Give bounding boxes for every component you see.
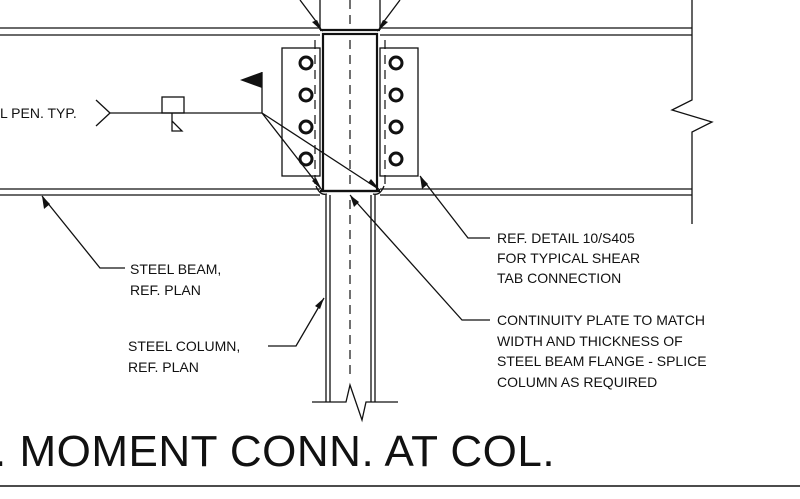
detail-title: . MOMENT CONN. AT COL. xyxy=(0,427,555,476)
bolt xyxy=(388,119,404,135)
shear-tab-note: REF. DETAIL 10/S405 FOR TYPICAL SHEAR TA… xyxy=(497,230,644,286)
shear-tabs xyxy=(281,47,419,177)
bolt xyxy=(298,55,314,71)
shear-tab-leader xyxy=(419,175,490,239)
continuity-plate-note: CONTINUITY PLATE TO MATCH WIDTH AND THIC… xyxy=(497,312,710,390)
column-panel-zone xyxy=(314,32,386,193)
column-leader xyxy=(268,297,325,347)
continuity-plates xyxy=(315,28,385,195)
bolt xyxy=(298,87,314,103)
bolt xyxy=(388,55,404,71)
beam-leader xyxy=(41,195,125,269)
bolts xyxy=(298,55,404,167)
continuity-plate-leader xyxy=(349,194,490,321)
column-note: STEEL COLUMN, REF. PLAN xyxy=(128,338,244,375)
weld-note: L PEN. TYP. xyxy=(0,105,77,121)
arrowhead xyxy=(312,20,323,32)
top-leaders xyxy=(299,0,401,25)
bolt xyxy=(388,87,404,103)
weld-symbol xyxy=(95,72,381,191)
steel-column-lower xyxy=(312,195,398,423)
steel-column-upper xyxy=(319,0,381,30)
bolt xyxy=(298,151,314,167)
beam-note: STEEL BEAM, REF. PLAN xyxy=(130,261,225,298)
arrowhead xyxy=(377,20,388,32)
break-line xyxy=(670,0,714,224)
steel-beam xyxy=(0,27,692,196)
bolt xyxy=(298,119,314,135)
bolt xyxy=(388,151,404,167)
